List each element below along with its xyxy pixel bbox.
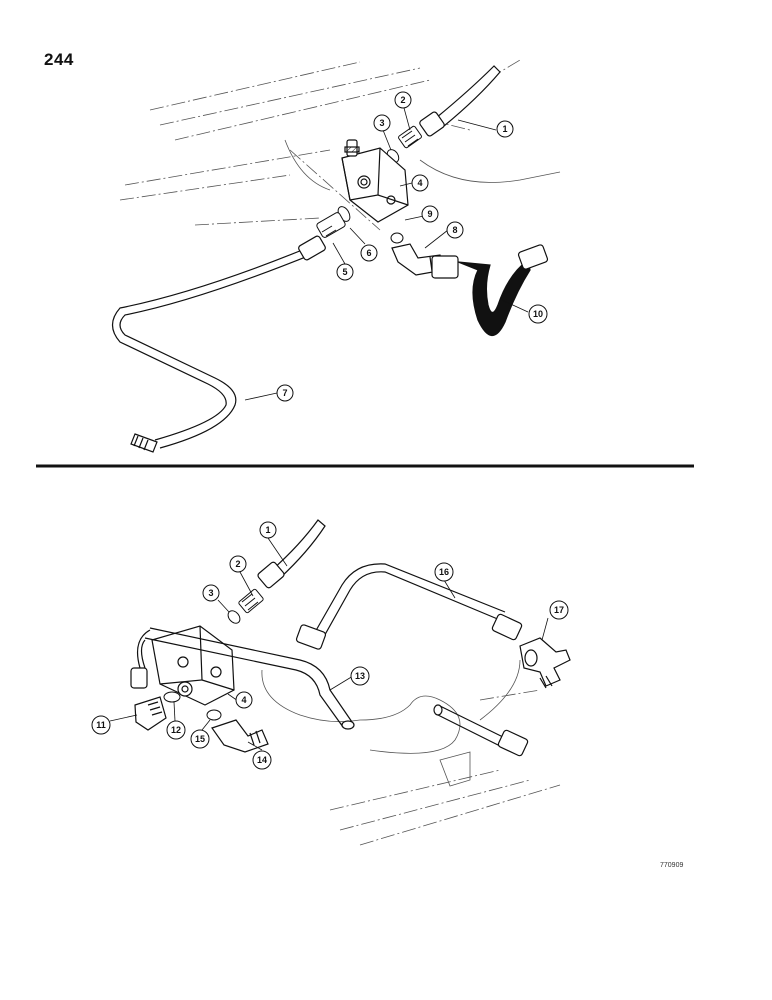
tube-lower (433, 704, 529, 757)
reference-code: 770909 (660, 862, 684, 869)
tube-16 (295, 563, 523, 650)
adapter-fitting-2-bottom (238, 588, 264, 614)
tee-fitting-17 (519, 637, 571, 689)
callouts-bottom: 1 2 3 4 11 12 13 14 15 16 17 (91, 521, 569, 770)
callout-label: 1 (502, 124, 507, 134)
o-ring-3-bottom (227, 610, 241, 624)
callout-label: 5 (342, 267, 347, 277)
elbow-fitting-14 (211, 719, 269, 753)
callout-4-top: 4 (411, 174, 429, 192)
o-ring-12 (163, 691, 181, 703)
callout-10-top: 10 (528, 304, 548, 324)
tube-upper (419, 65, 501, 137)
callout-label: 12 (171, 725, 181, 735)
callout-label: 6 (366, 248, 371, 258)
callout-1-bottom: 1 (259, 521, 277, 539)
callout-13-bottom: 13 (350, 666, 370, 686)
o-ring-9 (390, 232, 404, 244)
callout-4-bottom: 4 (235, 691, 253, 709)
callout-label: 4 (241, 695, 246, 705)
callout-label: 3 (208, 588, 213, 598)
callout-8-top: 8 (446, 221, 464, 239)
callout-label: 15 (195, 734, 205, 744)
callout-15-bottom: 15 (190, 729, 210, 749)
long-tube-7 (111, 235, 326, 453)
callout-label: 8 (452, 225, 457, 235)
valve-body-top (341, 139, 409, 223)
callout-17-bottom: 17 (549, 600, 569, 620)
connector-5 (316, 212, 346, 238)
callout-1-top: 1 (496, 120, 514, 138)
callout-label: 17 (554, 605, 564, 615)
callout-label: 7 (282, 388, 287, 398)
callout-label: 13 (355, 671, 365, 681)
callout-label: 2 (235, 559, 240, 569)
callout-label: 10 (533, 309, 543, 319)
callout-16-bottom: 16 (434, 562, 454, 582)
callouts-top: 1 2 3 4 5 6 7 8 9 10 (276, 91, 548, 402)
callout-7-top: 7 (276, 384, 294, 402)
callout-9-top: 9 (421, 205, 439, 223)
callout-2-top: 2 (394, 91, 412, 109)
callout-label: 2 (400, 95, 405, 105)
page-number: 244 (44, 50, 74, 69)
frame-background-lines (119, 59, 521, 231)
bottom-illustration (109, 519, 571, 846)
callout-5-top: 5 (336, 263, 354, 281)
callout-3-top: 3 (373, 114, 391, 132)
callout-label: 3 (379, 118, 384, 128)
callout-label: 1 (265, 525, 270, 535)
callout-label: 14 (257, 755, 267, 765)
adapter-fitting-2 (398, 125, 422, 149)
callout-label: 9 (427, 209, 432, 219)
frame-background-lines-bottom (329, 689, 561, 846)
leader-lines-top (244, 107, 529, 401)
callout-2-bottom: 2 (229, 555, 247, 573)
callout-12-bottom: 12 (166, 720, 186, 740)
callout-6-top: 6 (360, 244, 378, 262)
callout-label: 11 (96, 720, 106, 730)
o-ring-15 (206, 709, 222, 721)
callout-label: 16 (439, 567, 449, 577)
hose-10 (431, 244, 549, 337)
callout-label: 4 (417, 178, 422, 188)
callout-14-bottom: 14 (252, 750, 272, 770)
callout-3-bottom: 3 (202, 584, 220, 602)
top-illustration (111, 59, 561, 453)
valve-body-bottom (151, 625, 235, 706)
elbow-fitting-11 (134, 696, 167, 731)
callout-11-bottom: 11 (91, 715, 111, 735)
